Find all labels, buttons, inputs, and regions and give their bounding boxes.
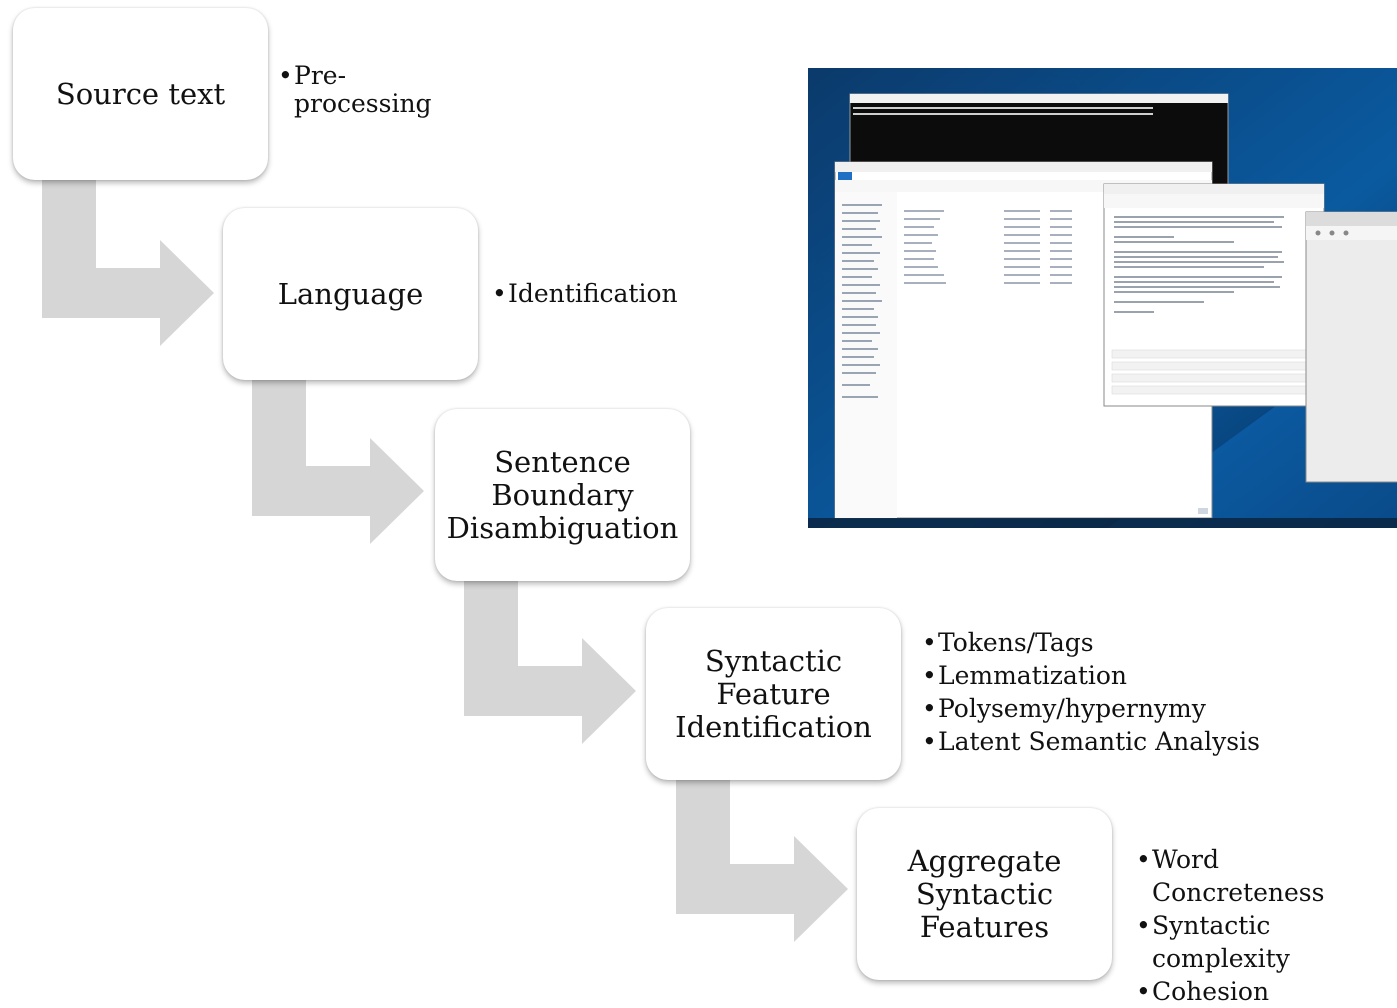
bullet-item: Cohesion [1136, 975, 1397, 1008]
step-label: Source text [55, 76, 226, 111]
step-label: Aggregate Syntactic Features [907, 843, 1062, 944]
bullet-item: Pre- processing [278, 62, 432, 118]
text-viewer-window [1103, 183, 1325, 407]
bullet-item: Lemmatization [922, 659, 1260, 692]
bullets-syntactic-feature-identification: Tokens/Tags Lemmatization Polysemy/hyper… [922, 626, 1260, 758]
bullets-source-text: Pre- processing [278, 62, 432, 118]
arrow-2 [252, 376, 424, 544]
bullet-item: Polysemy/hypernymy [922, 692, 1260, 725]
bullet-item: Identification [492, 277, 678, 310]
step-label: Language [277, 276, 424, 311]
arrow-3 [464, 576, 636, 744]
step-source-text: Source text [13, 8, 268, 180]
bullet-item: Syntactic complexity [1136, 909, 1397, 975]
browser-window [1305, 211, 1397, 483]
bullet-item: Word Concreteness [1136, 843, 1397, 909]
desktop-screenshot [808, 68, 1397, 528]
step-aggregate-syntactic-features: Aggregate Syntactic Features [857, 808, 1112, 980]
arrow-4 [676, 776, 848, 942]
bullet-item: Latent Semantic Analysis [922, 725, 1260, 758]
step-sentence-boundary: Sentence Boundary Disambiguation [435, 409, 690, 581]
bullet-item: Tokens/Tags [922, 626, 1260, 659]
step-language: Language [223, 208, 478, 380]
bullets-language: Identification [492, 277, 678, 310]
step-label: Sentence Boundary Disambiguation [446, 444, 679, 545]
arrow-1 [42, 175, 214, 346]
bullets-aggregate-syntactic-features: Word Concreteness Syntactic complexity C… [1136, 843, 1397, 1008]
connector-arrows [42, 175, 848, 942]
step-label: Syntactic Feature Identification [675, 643, 872, 744]
step-syntactic-feature-identification: Syntactic Feature Identification [646, 608, 901, 780]
